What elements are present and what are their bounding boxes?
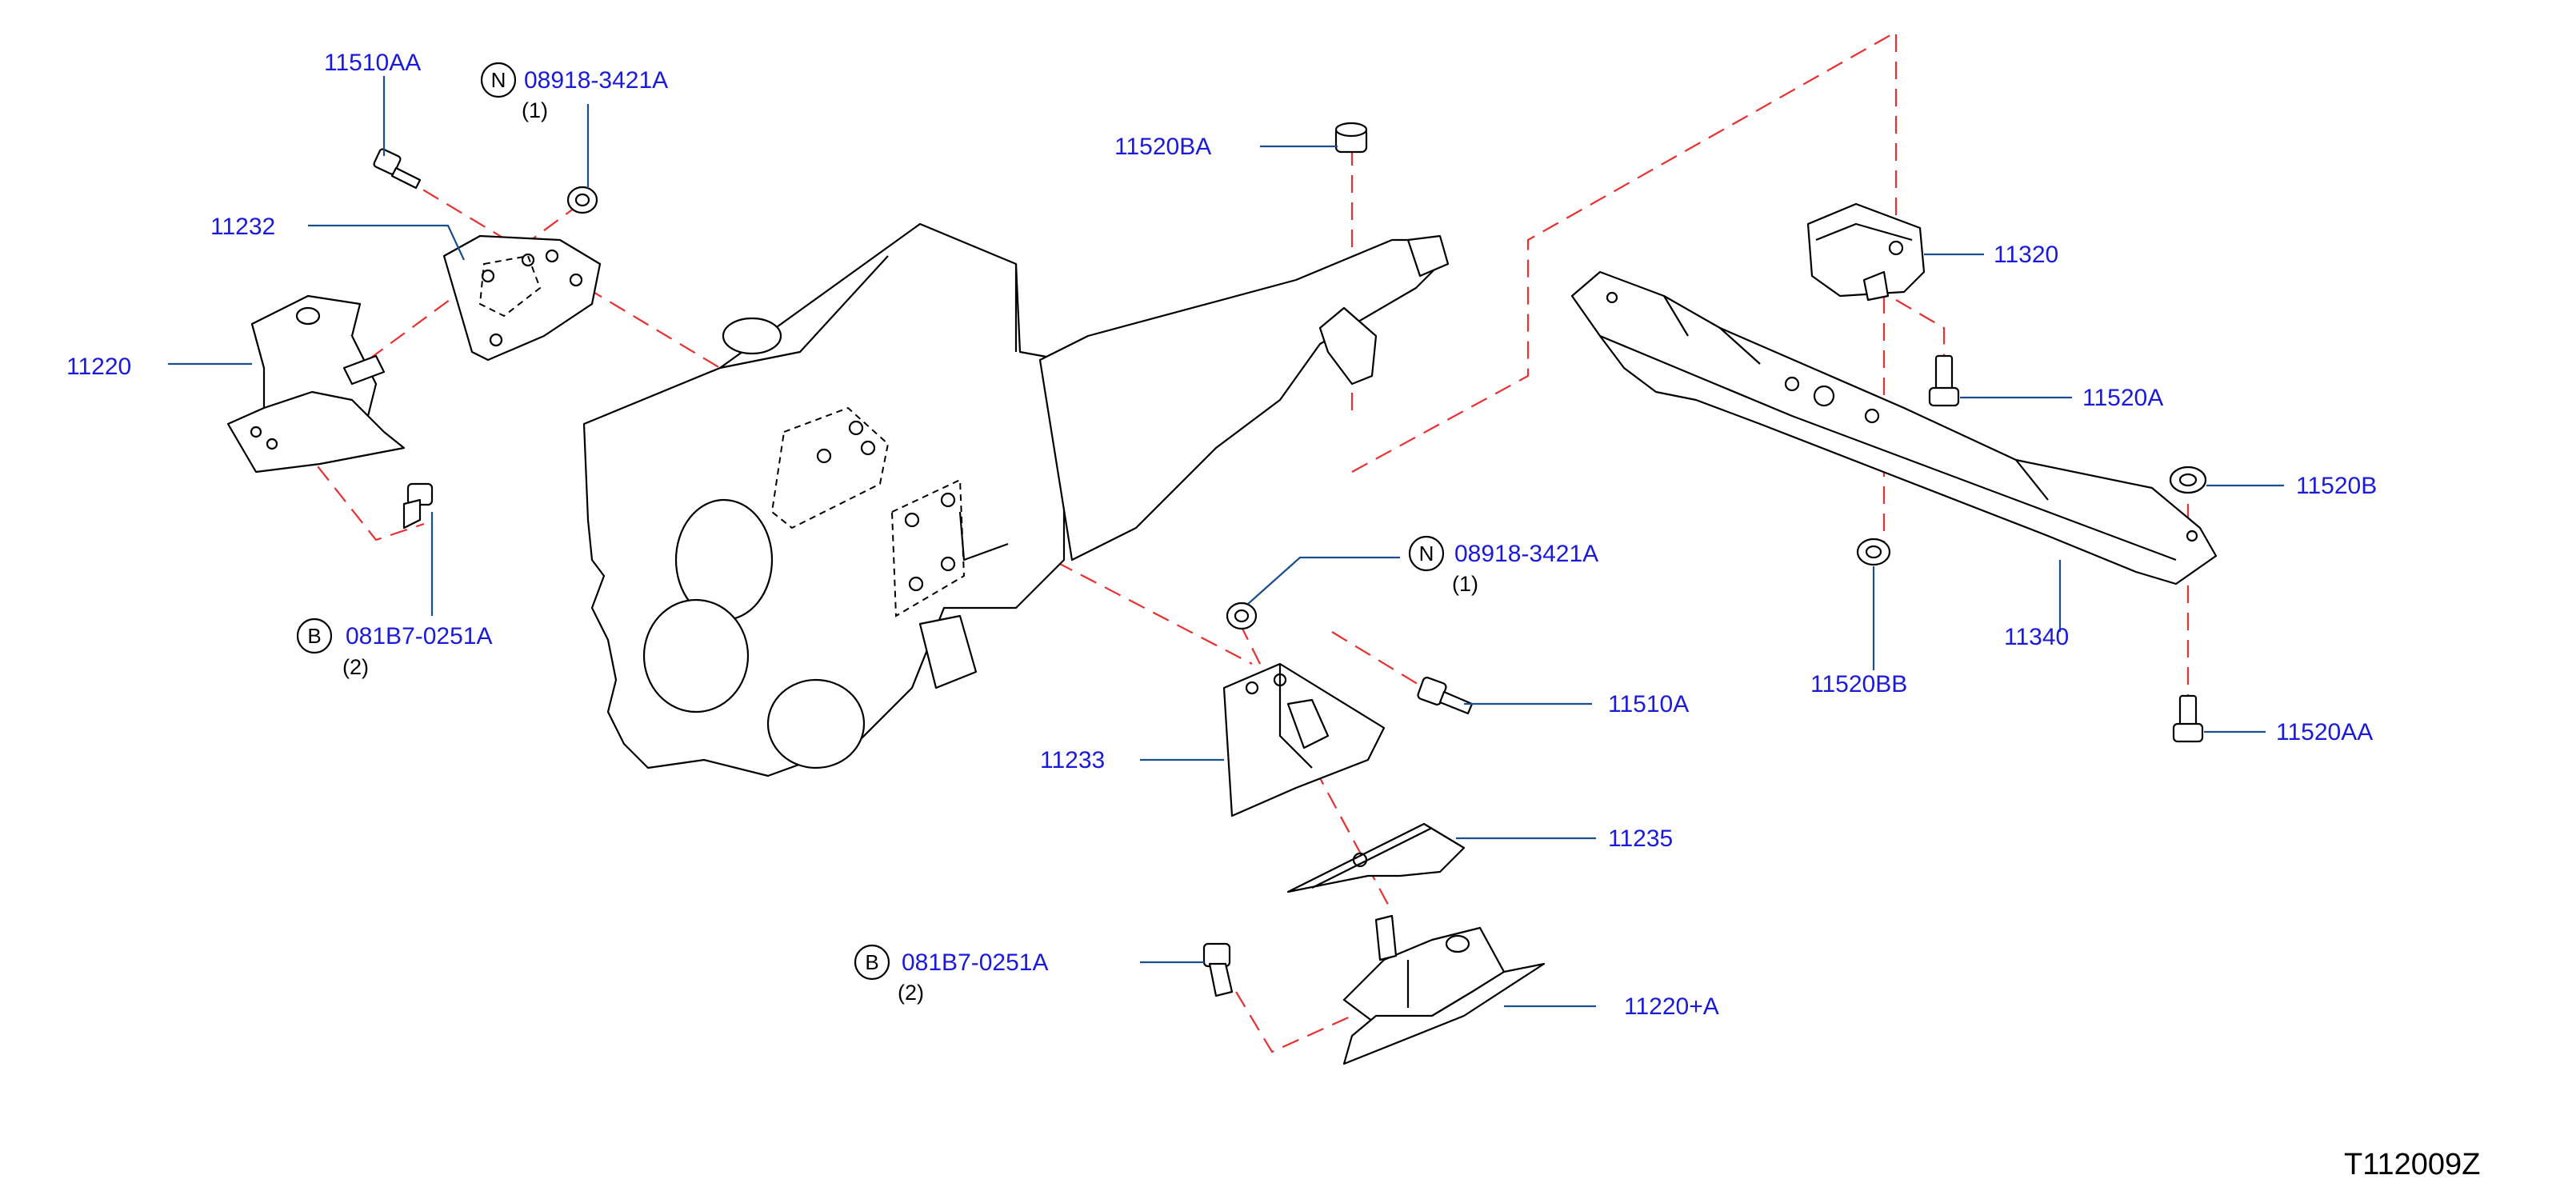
svg-text:N: N (491, 68, 506, 92)
assembly-dash-lines (283, 30, 2190, 1053)
qty-081B7-left: (2) (342, 655, 369, 679)
bolt-11520A (1928, 354, 1960, 407)
label-11320[interactable]: 11320 (1994, 242, 2058, 268)
nut-11520B (2169, 466, 2207, 494)
insulator-11220 (226, 294, 406, 474)
label-081B7-bottom[interactable]: 081B7-0251A (902, 949, 1049, 976)
bolt-11510A (1417, 677, 1474, 715)
bolt-081B7-bottom (1202, 942, 1234, 997)
badge-n-mid: N (1408, 535, 1445, 572)
nut-08918-mid (1226, 601, 1258, 630)
label-11232[interactable]: 11232 (210, 214, 275, 240)
plate-11235 (1286, 822, 1466, 893)
label-11520BA[interactable]: 11520BA (1114, 134, 1211, 160)
qty-08918-top: (1) (522, 98, 548, 122)
qty-081B7-bottom: (2) (898, 981, 924, 1005)
nut-08918-top (566, 186, 598, 214)
label-11520AA[interactable]: 11520AA (2276, 719, 2373, 745)
leader-lines (168, 76, 2284, 1008)
bolt-11520AA (2172, 694, 2204, 743)
label-11235[interactable]: 11235 (1608, 825, 1673, 852)
label-11220[interactable]: 11220 (66, 354, 131, 380)
diagram-reference-code: T112009Z (2344, 1148, 2480, 1181)
insulator-11220A (1342, 914, 1546, 1065)
badge-n-top: N (480, 62, 517, 98)
nut-11520BB (1856, 538, 1891, 566)
label-11520BB[interactable]: 11520BB (1810, 671, 1907, 697)
bracket-11232 (442, 234, 602, 362)
qty-08918-mid: (1) (1452, 572, 1478, 596)
crossmember-11340 (1570, 270, 2218, 586)
svg-text:B: B (865, 950, 878, 974)
label-11220A[interactable]: 11220+A (1624, 993, 1719, 1020)
badge-b-left: B (296, 617, 333, 654)
svg-text:N: N (1419, 542, 1434, 566)
label-11510AA[interactable]: 11510AA (324, 50, 421, 76)
badge-b-bottom: B (854, 944, 890, 981)
label-08918-top[interactable]: 08918-3421A (524, 67, 668, 94)
label-11510A[interactable]: 11510A (1608, 691, 1689, 717)
label-081B7-left[interactable]: 081B7-0251A (346, 623, 493, 649)
nut-11520BA (1334, 122, 1368, 154)
label-11233[interactable]: 11233 (1040, 747, 1105, 773)
bolt-11510AA (373, 148, 422, 190)
svg-text:B: B (307, 624, 321, 648)
label-08918-mid[interactable]: 08918-3421A (1454, 541, 1598, 567)
bolt-081B7-left (402, 482, 434, 530)
label-11520B[interactable]: 11520B (2296, 473, 2377, 499)
mount-11320 (1806, 202, 1926, 302)
engine-transmission-assembly (582, 222, 1450, 777)
bracket-11233 (1222, 662, 1386, 817)
label-11340[interactable]: 11340 (2004, 624, 2069, 650)
label-11520A[interactable]: 11520A (2082, 385, 2163, 411)
